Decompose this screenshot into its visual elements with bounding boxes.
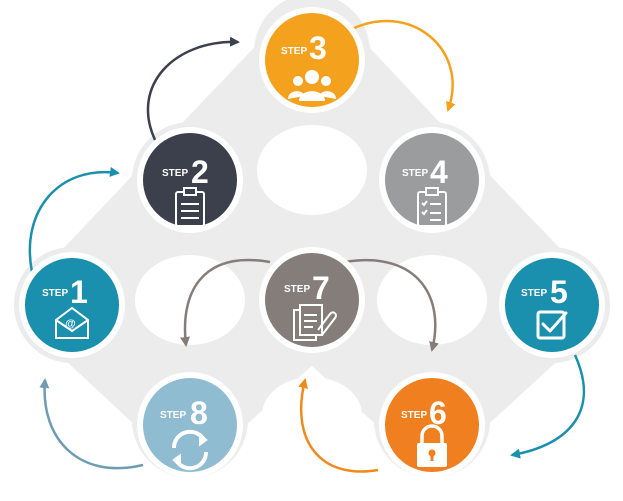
step-8-number: 8 — [190, 395, 208, 431]
step-2-number: 2 — [191, 154, 209, 190]
arrow-step8-to-step1 — [39, 378, 144, 470]
step-6-node: STEP 6 — [379, 372, 485, 478]
arrow-step1-to-step2 — [28, 166, 120, 273]
svg-text:@: @ — [65, 318, 76, 330]
arrow-step3-to-step4 — [349, 19, 456, 112]
step-4-number: 4 — [430, 154, 448, 190]
step-1-circle — [25, 258, 119, 352]
step-5-number: 5 — [550, 274, 568, 310]
step-3-word: STEP — [281, 46, 307, 57]
step-1-number: 1 — [70, 274, 88, 310]
step-8-word: STEP — [160, 410, 186, 421]
step-6-number: 6 — [429, 395, 447, 431]
step-1-node: STEP 1 @ — [19, 252, 125, 358]
step-7-word: STEP — [284, 284, 310, 295]
arrow-step2-to-step3 — [146, 36, 240, 141]
step-5-word: STEP — [521, 288, 547, 299]
clipboard-icon — [175, 187, 205, 227]
arrow-step7-to-step8 — [180, 258, 271, 347]
step-3-node: STEP 3 — [259, 7, 365, 113]
step-7-number: 7 — [312, 270, 330, 306]
step-3-number: 3 — [309, 30, 327, 66]
step-5-node: STEP 5 — [499, 252, 605, 358]
step-1-word: STEP — [42, 288, 68, 299]
checklist-clipboard-icon — [417, 187, 447, 227]
team-people-icon — [288, 70, 336, 101]
step-7-circle — [265, 253, 359, 347]
step-2-word: STEP — [162, 168, 188, 179]
step-4-node: STEP 4 — [379, 127, 485, 233]
step-4-word: STEP — [402, 168, 428, 179]
step-7-node: STEP 7 — [259, 247, 365, 353]
step-3-circle — [265, 13, 359, 107]
flow-arrows — [28, 19, 586, 473]
blob-holes — [135, 125, 487, 453]
padlock-icon — [417, 424, 447, 467]
step-2-circle — [143, 133, 237, 227]
step-4-circle — [385, 133, 479, 227]
arrow-step7-to-step6 — [344, 259, 439, 352]
arrow-step5-to-step6 — [510, 354, 586, 459]
refresh-cycle-icon — [171, 429, 209, 471]
step-5-circle — [505, 258, 599, 352]
step-2-node: STEP 2 — [137, 127, 243, 233]
step-8-node: STEP 8 — [137, 372, 243, 478]
documents-paperclip-icon — [293, 304, 337, 341]
arrow-step6-to-step7 — [298, 378, 379, 473]
step-8-circle — [143, 378, 237, 472]
step-6-word: STEP — [401, 410, 427, 421]
checkbox-icon — [536, 310, 568, 340]
email-envelope-icon: @ — [55, 306, 89, 339]
